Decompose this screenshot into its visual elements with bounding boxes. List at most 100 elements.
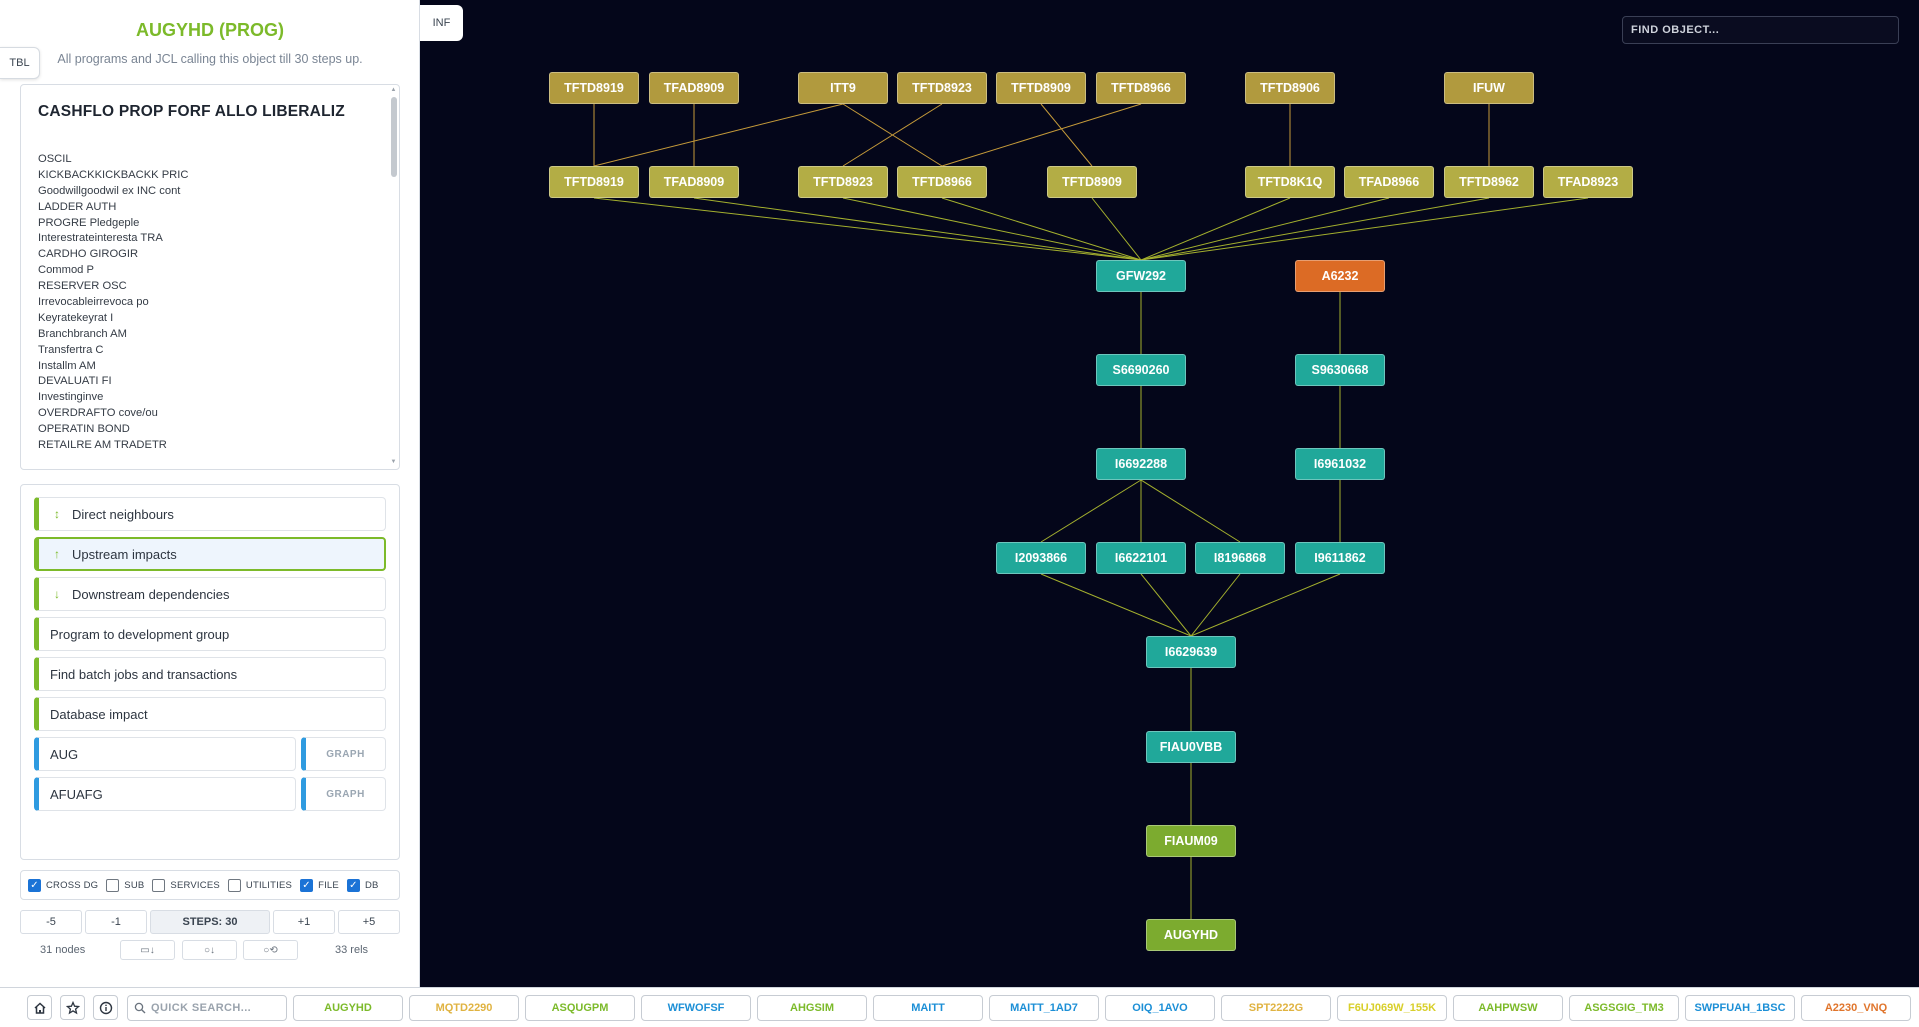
graph-node[interactable]: AUGYHD [1146,919,1236,951]
graph-node[interactable]: TFTD8K1Q [1245,166,1335,198]
graph-node[interactable]: GFW292 [1096,260,1186,292]
graph-button[interactable]: GRAPH [301,737,386,771]
scroll-up-icon[interactable]: ▲ [390,87,397,93]
graph-node[interactable]: TFTD8909 [1047,166,1137,198]
inf-tab[interactable]: INF [420,5,463,41]
graph-node[interactable]: I6961032 [1295,448,1385,480]
graph-node[interactable]: TFAD8909 [649,72,739,104]
graph-node[interactable]: I8196868 [1195,542,1285,574]
graph-node[interactable]: TFTD8923 [798,166,888,198]
query-database-impact[interactable]: Database impact [34,697,386,731]
info-icon[interactable] [93,995,118,1020]
graph-node[interactable]: TFTD8919 [549,166,639,198]
graph-edge [1190,573,1241,637]
recent-object-tab[interactable]: SPT2222G [1221,995,1331,1021]
graph-node[interactable]: I9611862 [1295,542,1385,574]
graph-node[interactable]: FIAUM09 [1146,825,1236,857]
graph-node[interactable]: TFTD8923 [897,72,987,104]
filter-checkbox[interactable]: ✓ [300,878,314,892]
layout-circular-icon[interactable]: ○⟲ [243,940,298,960]
recent-object-tab[interactable]: MQTD2290 [409,995,519,1021]
filter-checkbox[interactable]: ✓ [28,878,41,892]
quick-search-input[interactable] [151,1002,281,1014]
scroll-down-icon[interactable]: ▼ [390,459,397,465]
filter-checkbox[interactable] [152,878,166,892]
filter-services[interactable]: SERVICES [152,878,220,892]
graph-node[interactable]: I2093866 [996,542,1086,574]
description-line: RETAILRE AM TRADETR [38,439,167,452]
graph-node[interactable]: S6690260 [1096,354,1186,386]
layout-horizontal-icon[interactable]: ▭↓ [120,940,175,960]
graph-node[interactable]: TFAD8909 [649,166,739,198]
recent-object-tab[interactable]: OIQ_1AVO [1105,995,1215,1021]
steps-minus1-button[interactable]: -1 [85,910,147,934]
recent-object-tab[interactable]: ASQUGPM [525,995,635,1021]
recent-object-tab[interactable]: AHGSIM [757,995,867,1021]
graph-node[interactable]: TFAD8966 [1344,166,1434,198]
graph-node[interactable]: I6629639 [1146,636,1236,668]
page-subtitle: All programs and JCL calling this object… [57,52,363,66]
recent-object-tab[interactable]: F6UJ069W_155K [1337,995,1447,1021]
graph-node[interactable]: I6622101 [1096,542,1186,574]
graph-node[interactable]: IFUW [1444,72,1534,104]
find-object-input[interactable] [1622,16,1899,44]
steps-plus1-button[interactable]: +1 [273,910,335,934]
description-scrollbar[interactable]: ▲ ▼ [390,87,397,465]
graph-node[interactable]: TFTD8966 [1096,72,1186,104]
recent-object-tab[interactable]: A2230_VNQ [1801,995,1911,1021]
graph-node[interactable]: TFAD8923 [1543,166,1633,198]
recent-object-tab[interactable]: SWPFUAH_1BSC [1685,995,1795,1021]
recent-object-tab[interactable]: MAITT_1AD7 [989,995,1099,1021]
graph-node[interactable]: FIAU0VBB [1146,731,1236,763]
filter-utilities[interactable]: UTILITIES [227,878,292,892]
steps-plus5-button[interactable]: +5 [338,910,400,934]
query-label: Direct neighbours [72,506,174,522]
graph-node[interactable]: TFTD8906 [1245,72,1335,104]
description-line: Transfertra C [38,343,104,356]
tbl-tab[interactable]: TBL [0,47,40,79]
graph-node[interactable]: TFTD8966 [897,166,987,198]
description-line: DEVALUATI FI [38,375,112,388]
page-title: AUGYHD (PROG) [136,20,284,40]
steps-minus5-button[interactable]: -5 [20,910,82,934]
recent-object-tab[interactable]: AUGYHD [293,995,403,1021]
home-icon[interactable] [27,995,52,1020]
quick-search[interactable] [127,995,287,1021]
graph-node[interactable]: TFTD8909 [996,72,1086,104]
recent-object-tab[interactable]: AAHPWSW [1453,995,1563,1021]
steps-label: STEPS: 30 [150,910,270,934]
graph-node[interactable]: TFTD8919 [549,72,639,104]
graph-button[interactable]: GRAPH [301,777,386,811]
query-downstream-dependencies[interactable]: ↓Downstream dependencies [34,577,386,611]
star-icon[interactable] [60,995,85,1020]
graph-node[interactable]: ITT9 [798,72,888,104]
layout-vertical-icon[interactable]: ○↓ [182,940,237,960]
scrollbar-thumb[interactable] [391,97,397,177]
filter-checkbox[interactable] [106,878,120,892]
graph-node[interactable]: S9630668 [1295,354,1385,386]
recent-object-tab[interactable]: MAITT [873,995,983,1021]
filter-db[interactable]: ✓DB [346,878,379,892]
graph-row-afuafg[interactable]: AFUAFG [34,777,296,811]
query-label: Upstream impacts [72,546,177,562]
filter-file[interactable]: ✓FILE [300,878,339,892]
query-label: Find batch jobs and transactions [50,666,238,682]
graph-edge [593,197,1142,261]
graph-row-aug[interactable]: AUG [34,737,296,771]
filter-sub[interactable]: SUB [106,878,144,892]
filter-checkbox[interactable] [227,878,241,892]
graph-node[interactable]: I6692288 [1096,448,1186,480]
query-find-batch-jobs-and-transactions[interactable]: Find batch jobs and transactions [34,657,386,691]
query-program-to-development-group[interactable]: Program to development group [34,617,386,651]
graph-node[interactable]: A6232 [1295,260,1385,292]
description-line: Installm AM [38,359,96,372]
recent-object-tab[interactable]: ASGSGIG_TM3 [1569,995,1679,1021]
graph-node[interactable]: TFTD8962 [1444,166,1534,198]
filter-checkbox[interactable]: ✓ [346,878,360,892]
query-direct-neighbours[interactable]: ↕Direct neighbours [34,497,386,531]
recent-object-tab[interactable]: WFWOFSF [641,995,751,1021]
query-upstream-impacts[interactable]: ↑Upstream impacts [34,537,386,571]
filter-cross-dg[interactable]: ✓CROSS DG [28,878,98,892]
